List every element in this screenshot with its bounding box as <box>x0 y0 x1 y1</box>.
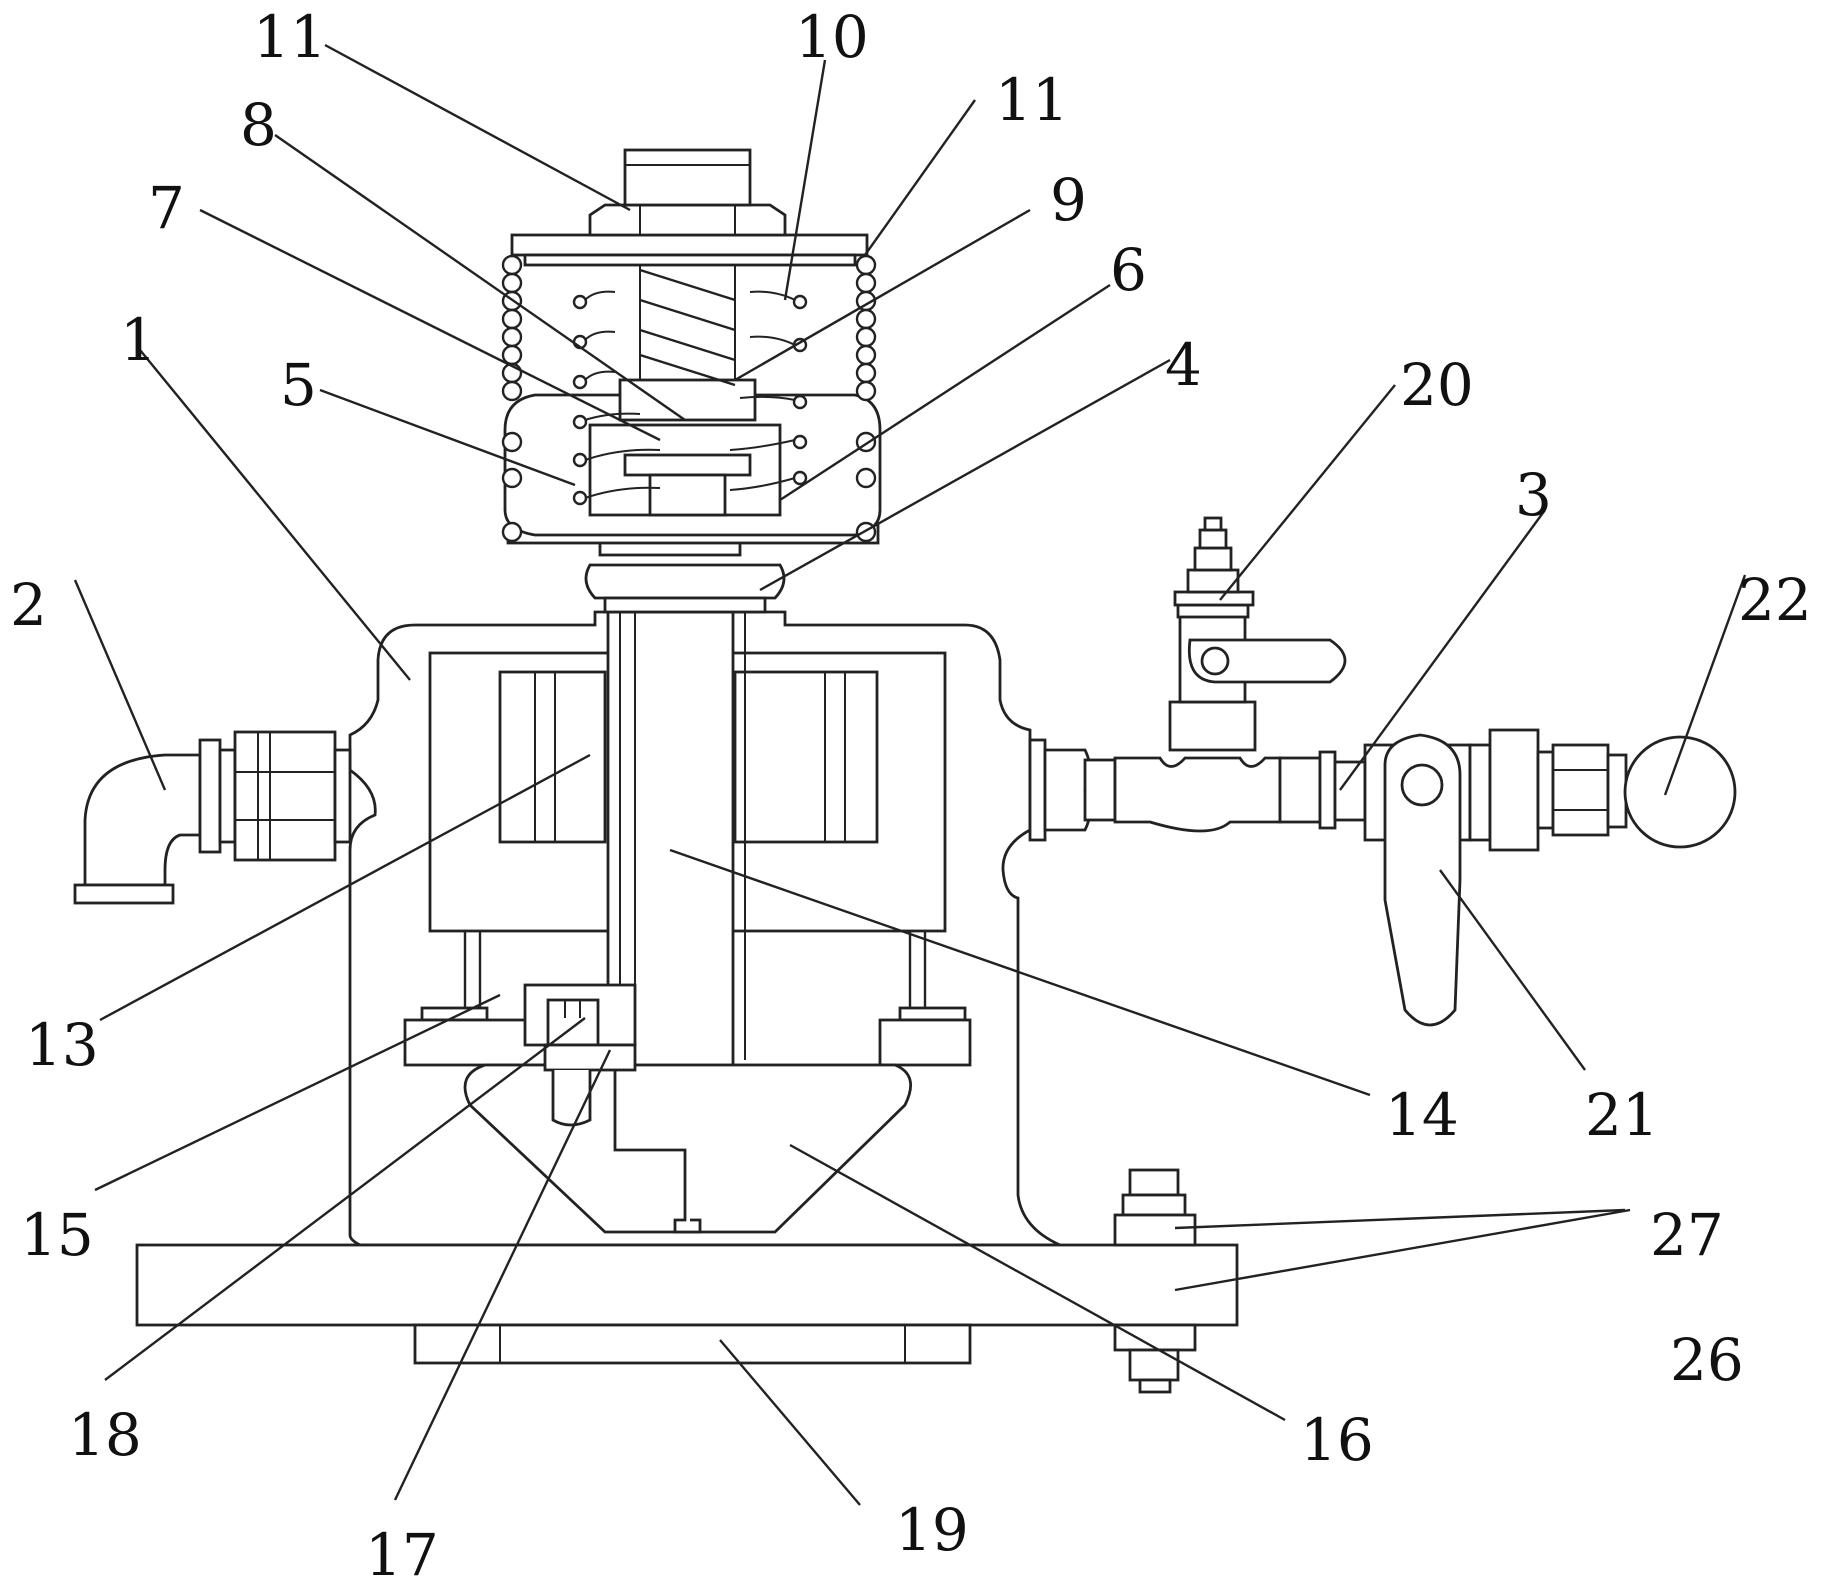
label-1: 1 <box>120 306 157 374</box>
label-20: 20 <box>1400 351 1474 419</box>
label-13: 13 <box>25 1011 99 1079</box>
label-22: 22 <box>1738 566 1812 634</box>
label-26: 26 <box>1670 1326 1744 1394</box>
upper-valve <box>1168 516 1347 752</box>
mounting-bolt <box>1113 1168 1197 1394</box>
label-11: 11 <box>995 66 1069 134</box>
label-27: 27 <box>1650 1201 1724 1269</box>
ball-valve <box>1333 728 1555 1027</box>
label-6: 6 <box>1110 236 1147 304</box>
label-7: 7 <box>148 174 185 242</box>
outlet-pipe <box>1028 738 1337 842</box>
label-16: 16 <box>1300 1406 1374 1474</box>
label-14: 14 <box>1385 1081 1459 1149</box>
top-cap <box>510 148 869 267</box>
inlet-pipe <box>73 730 352 905</box>
top-nut-4 <box>584 538 786 614</box>
label-12: 11 <box>253 3 327 71</box>
label-8: 8 <box>240 91 277 159</box>
pressure-gauge <box>1551 735 1737 849</box>
label-17: 17 <box>365 1521 439 1587</box>
label-15: 15 <box>20 1201 94 1269</box>
solenoid-coil <box>498 670 879 844</box>
spring <box>639 265 736 387</box>
label-9: 9 <box>1050 166 1087 234</box>
label-18: 18 <box>68 1401 142 1469</box>
label-10: 10 <box>795 3 869 71</box>
label-19: 19 <box>895 1496 969 1564</box>
base-plate <box>135 1243 1239 1365</box>
label-4: 4 <box>1165 331 1202 399</box>
part-labels: 11 10 11 8 9 7 6 1 5 4 20 3 2 22 13 14 2… <box>10 3 1812 1587</box>
label-3: 3 <box>1515 461 1552 529</box>
label-21: 21 <box>1585 1081 1659 1149</box>
leader-lines <box>73 43 1747 1506</box>
spring-housing <box>503 378 882 545</box>
label-2: 2 <box>10 571 47 639</box>
label-5: 5 <box>280 351 317 419</box>
